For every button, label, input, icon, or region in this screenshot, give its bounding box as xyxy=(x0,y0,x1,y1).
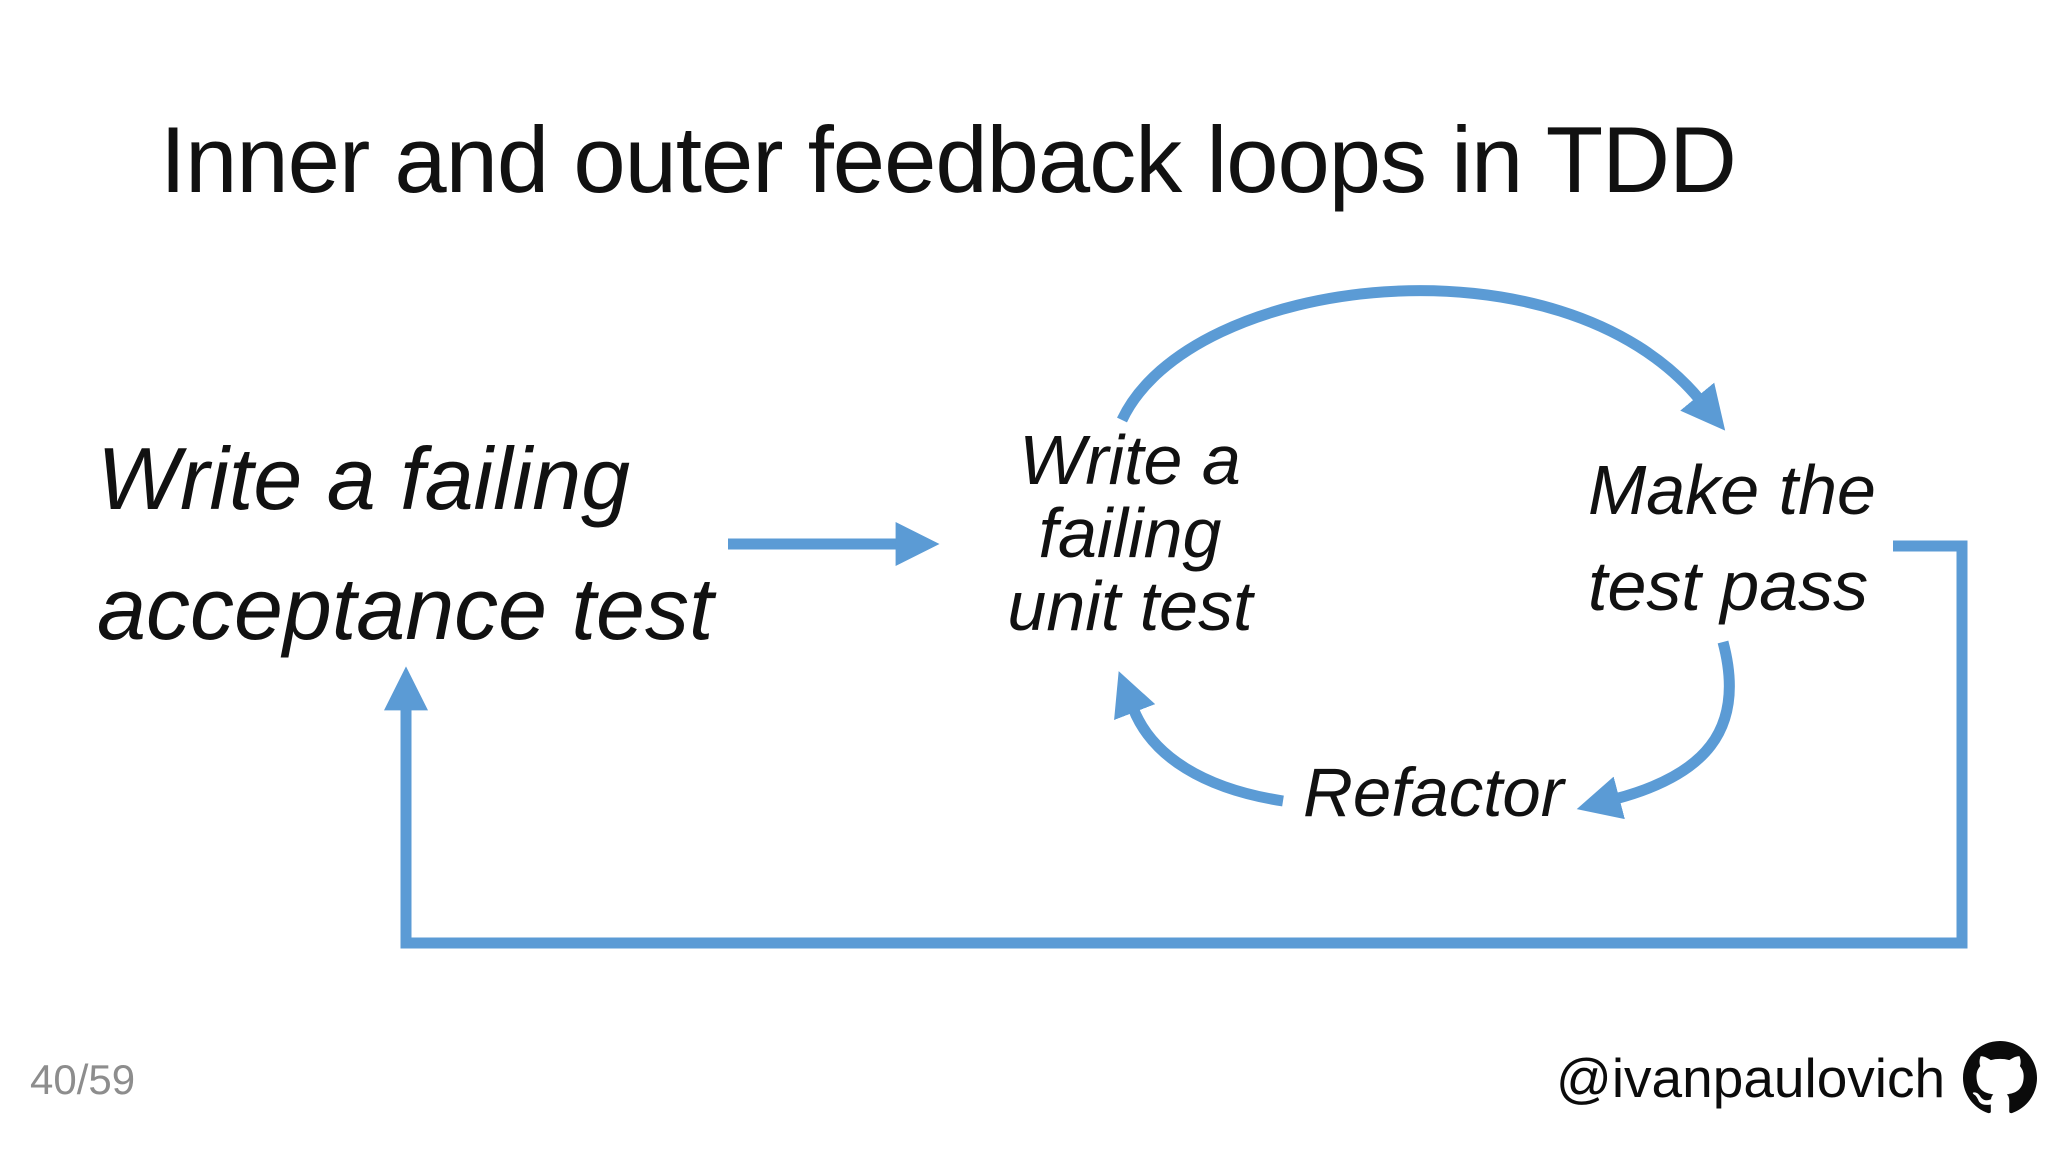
arrow-refactor-to-unit xyxy=(1114,671,1284,807)
unit-test-label: Write a failing unit test xyxy=(1007,421,1253,645)
github-handle: @ivanpaulovich xyxy=(1556,1047,1946,1109)
attribution: @ivanpaulovich xyxy=(1556,1040,2038,1116)
slide-title: Inner and outer feedback loops in TDD xyxy=(160,107,1737,212)
arrow-pass-to-refactor xyxy=(1576,640,1735,820)
refactor-label: Refactor xyxy=(1303,754,1564,831)
acceptance-test-label: Write a failing acceptance test xyxy=(97,429,714,658)
github-icon xyxy=(1963,1041,2038,1114)
page-number: 40/59 xyxy=(30,1056,136,1103)
make-test-pass-label: Make the test pass xyxy=(1588,451,1876,625)
arrow-unit-to-pass xyxy=(1117,285,1726,431)
arrow-outer-feedback-loop xyxy=(384,540,1968,949)
